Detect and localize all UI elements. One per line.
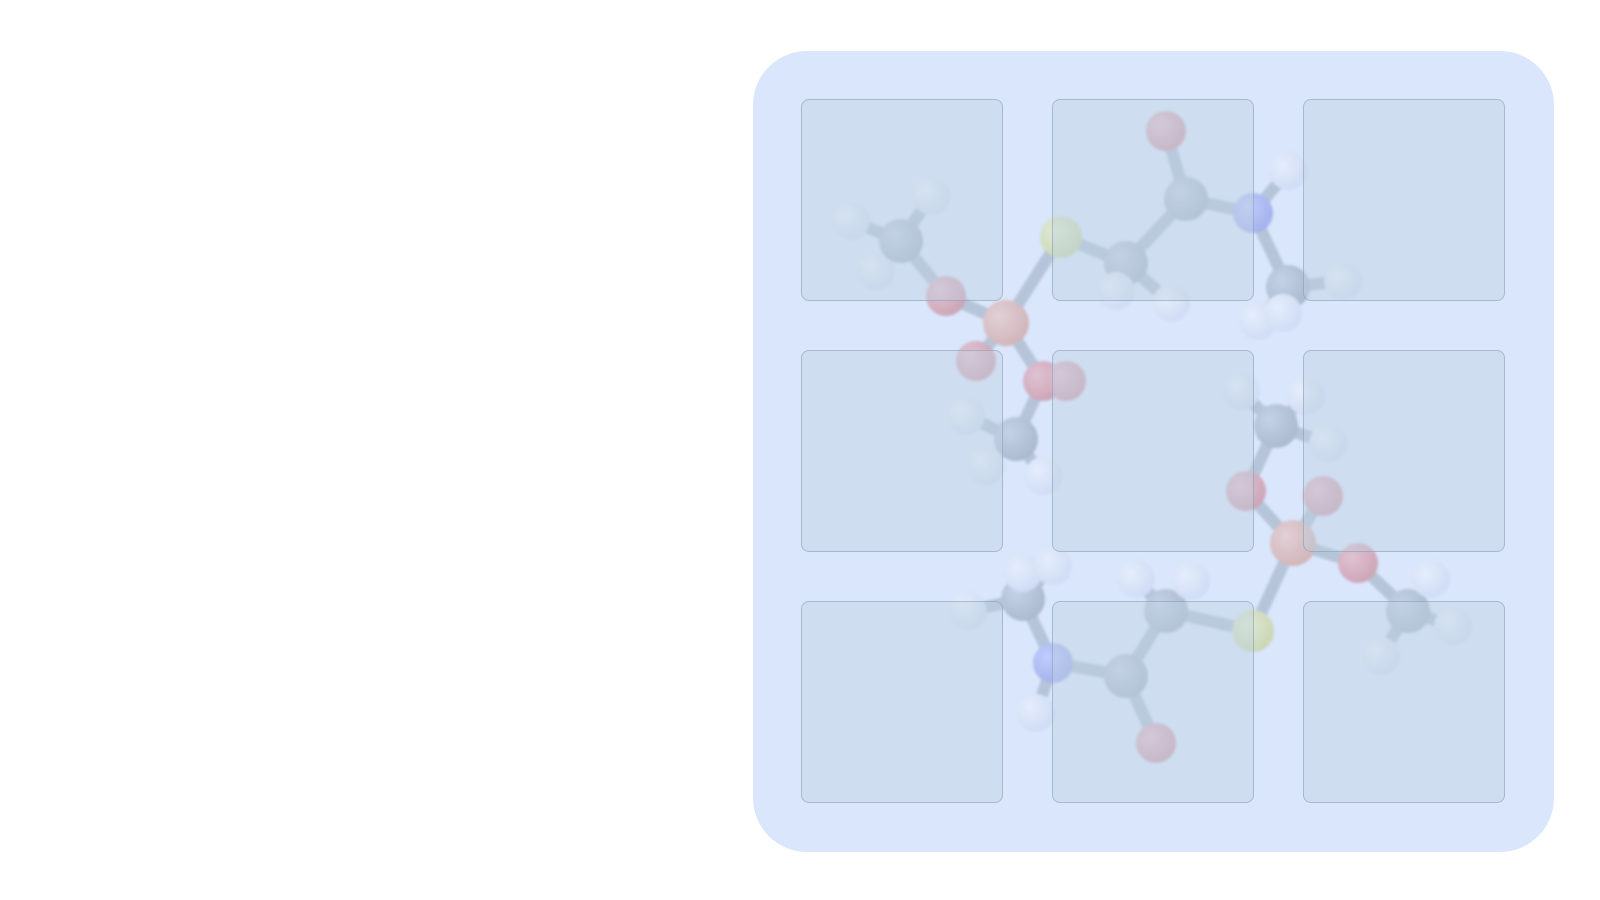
carbon-atom: [1104, 654, 1148, 698]
puzzle-tile[interactable]: [1052, 99, 1254, 301]
molecule-background-icon: [832, 111, 1472, 763]
hydrogen-atom: [1004, 554, 1042, 592]
hydrogen-atom: [912, 177, 950, 215]
hydrogen-atom: [857, 252, 895, 290]
puzzle-tile[interactable]: [801, 99, 1003, 301]
hydrogen-atom: [1309, 424, 1347, 462]
hydrogen-atom: [1264, 294, 1302, 332]
hydrogen-atom: [1269, 152, 1307, 190]
nitrogen-atom: [1233, 193, 1273, 233]
hydrogen-atom: [1434, 607, 1472, 645]
hydrogen-atom: [1097, 272, 1135, 310]
puzzle-tile[interactable]: [1052, 601, 1254, 803]
nitrogen-atom: [1033, 643, 1073, 683]
oxygen-atom: [1338, 543, 1378, 583]
hydrogen-atom: [1034, 547, 1072, 585]
sulfur-atom: [1040, 216, 1082, 258]
hydrogen-atom: [1222, 372, 1260, 410]
hydrogen-atom: [967, 447, 1005, 485]
oxygen-atom: [1146, 111, 1186, 151]
hydrogen-atom: [949, 592, 987, 630]
oxygen-atom: [1303, 476, 1343, 516]
carbon-atom: [1144, 589, 1188, 633]
tile-grid: [801, 99, 1506, 804]
puzzle-tile[interactable]: [801, 350, 1003, 552]
phosphorus-atom: [983, 300, 1029, 346]
puzzle-tile[interactable]: [1052, 350, 1254, 552]
hydrogen-atom: [832, 202, 870, 240]
hydrogen-atom: [1152, 284, 1190, 322]
hydrogen-atom: [1412, 560, 1450, 598]
hydrogen-atom: [1324, 262, 1362, 300]
puzzle-board: [753, 51, 1554, 852]
phosphorus-atom: [1270, 520, 1316, 566]
puzzle-tile[interactable]: [1303, 601, 1505, 803]
puzzle-tile[interactable]: [1303, 350, 1505, 552]
oxygen-atom: [1046, 361, 1086, 401]
puzzle-tile[interactable]: [801, 601, 1003, 803]
hydrogen-atom: [1024, 457, 1062, 495]
carbon-atom: [1386, 589, 1430, 633]
oxygen-atom: [1136, 723, 1176, 763]
oxygen-atom: [1226, 471, 1266, 511]
carbon-atom: [1254, 404, 1298, 448]
hydrogen-atom: [1117, 560, 1155, 598]
sulfur-atom: [1232, 610, 1274, 652]
carbon-atom: [1164, 177, 1208, 221]
puzzle-tile[interactable]: [1303, 99, 1505, 301]
oxygen-atom: [956, 341, 996, 381]
oxygen-atom: [926, 276, 966, 316]
hydrogen-atom: [1362, 637, 1400, 675]
carbon-atom: [879, 219, 923, 263]
hydrogen-atom: [1017, 694, 1055, 732]
hydrogen-atom: [947, 397, 985, 435]
hydrogen-atom: [1172, 562, 1210, 600]
hydrogen-atom: [1287, 377, 1325, 415]
carbon-atom: [994, 417, 1038, 461]
